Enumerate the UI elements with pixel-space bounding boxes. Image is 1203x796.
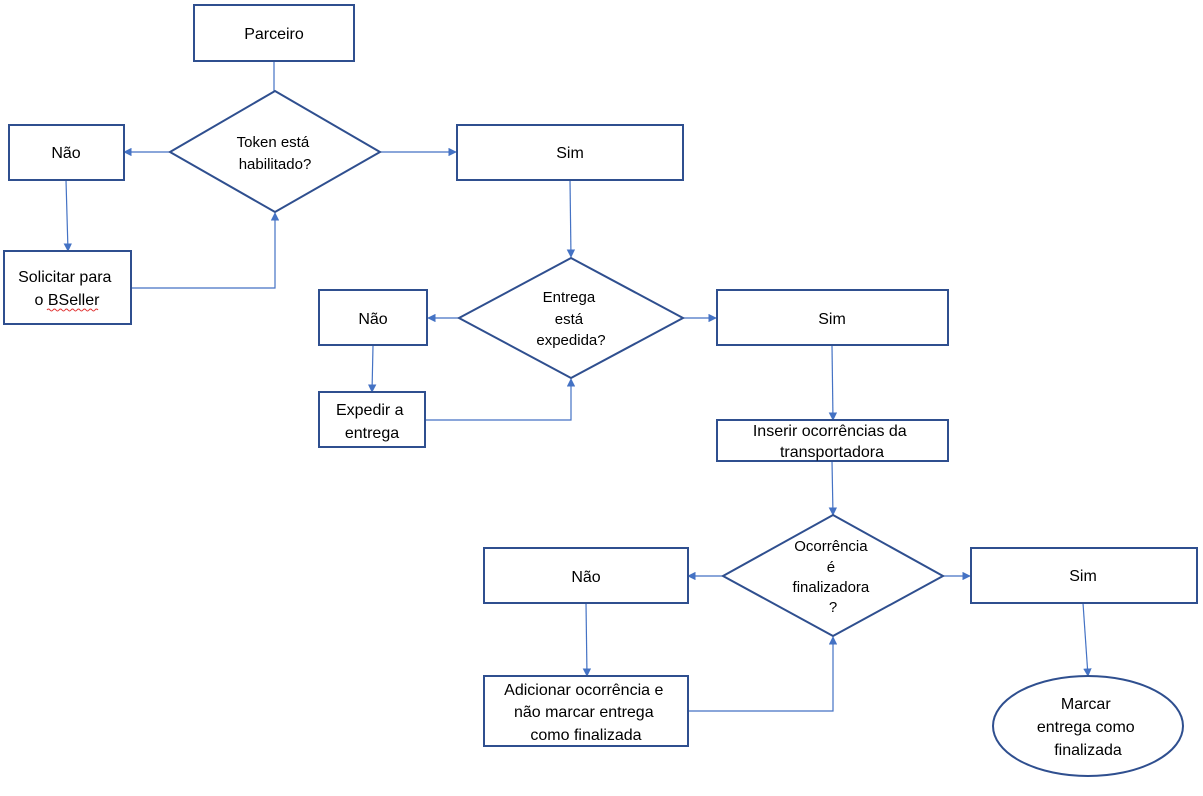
node-parceiro (193, 4, 355, 62)
node-ocorrencia-nao (483, 547, 689, 604)
node-entrega-nao (318, 289, 428, 346)
connector-nao-solicitar (63, 179, 72, 252)
node-ocorrencia-sim (970, 547, 1198, 604)
label-entrega-nao: Não (358, 311, 387, 328)
label-parceiro: Parceiro (244, 26, 304, 43)
connectors (63, 61, 1092, 712)
node-token-sim (456, 124, 684, 181)
decision-entrega-expedida (456, 256, 686, 380)
label-ocorrencia-sim: Sim (1069, 568, 1097, 585)
connector-sim-marcar (1082, 602, 1092, 677)
shapes (3, 4, 1198, 777)
label-marcar: Marcar entrega como finalizada (1037, 696, 1139, 759)
label-adicionar: Adicionar ocorrência e não marcar entreg… (504, 682, 668, 744)
connector-sim-inserir (828, 345, 838, 421)
connector-sim-entrega (566, 179, 576, 258)
node-entrega-sim (716, 289, 949, 346)
label-ocorrencia-nao: Não (571, 569, 600, 586)
node-inserir-ocorrencias (716, 419, 949, 462)
labels: Parceiro Token está habilitado? Não Sim … (18, 26, 1139, 759)
node-solicitar-bseller (3, 250, 132, 325)
label-inserir: Inserir ocorrências da transportadora (753, 423, 911, 461)
connector-nao-expedir (367, 345, 377, 393)
label-solicitar: Solicitar para o BSeller (18, 269, 116, 309)
spellcheck-squiggle (46, 308, 99, 312)
connector-inserir-ocorrencia (828, 460, 838, 516)
decision-ocorrencia-finalizadora (720, 513, 946, 638)
decision-token-habilitado (167, 89, 383, 214)
label-ocorrencia-decision: Ocorrência é finalizadora ? (793, 538, 874, 616)
node-marcar-finalizada (992, 675, 1184, 777)
label-entrega-decision: Entrega está expedida? (536, 289, 605, 349)
connector-solicitar-token (131, 212, 280, 289)
connector-nao-adicionar (582, 602, 592, 677)
label-token-nao: Não (51, 145, 80, 162)
label-expedir: Expedir a entrega (336, 402, 408, 442)
node-adicionar-ocorrencia (483, 675, 689, 747)
label-entrega-sim: Sim (818, 311, 846, 328)
connector-adicionar-ocorrencia (689, 636, 838, 712)
connector-expedir-entrega (426, 378, 576, 421)
label-token-sim: Sim (556, 145, 584, 162)
node-token-nao (8, 124, 125, 181)
node-expedir-entrega (318, 391, 426, 448)
label-token-decision: Token está habilitado? (237, 134, 314, 173)
